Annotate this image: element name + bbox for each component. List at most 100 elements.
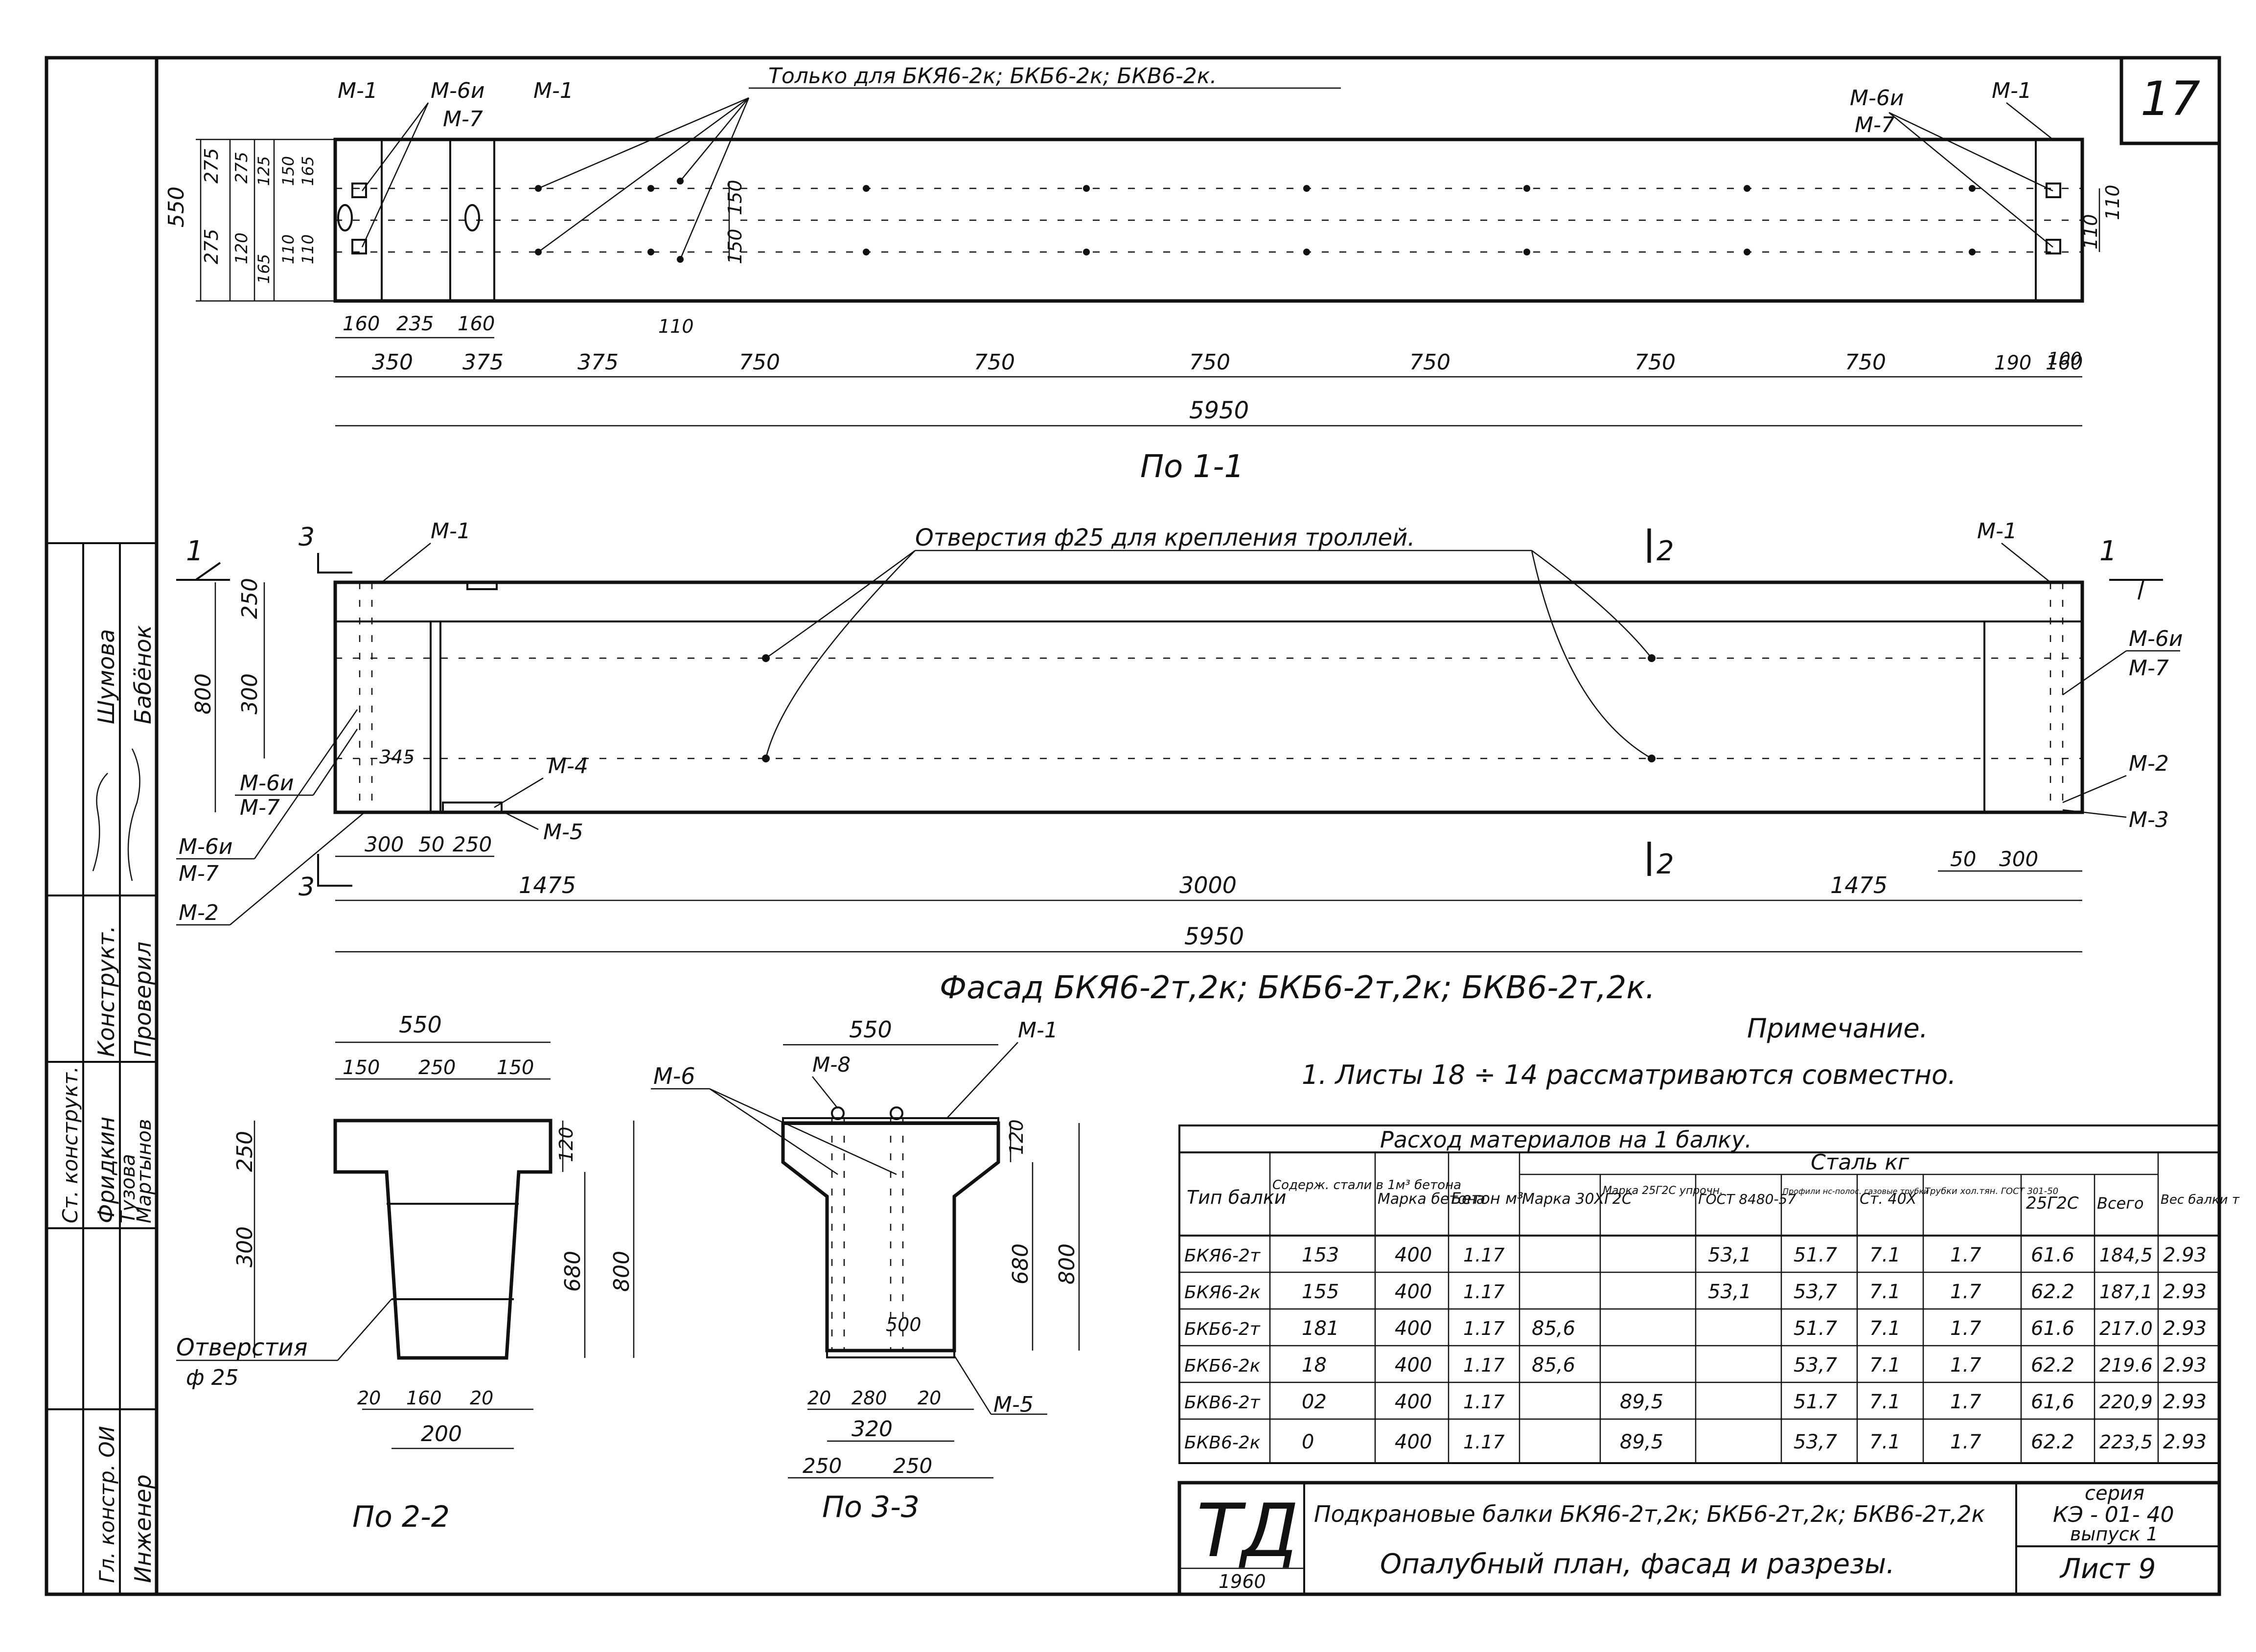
svg-text:7.1: 7.1 <box>1869 1391 1901 1413</box>
svg-text:3: 3 <box>299 523 315 552</box>
svg-text:184,5: 184,5 <box>2099 1244 2153 1266</box>
table-row: БКЯ6-2т 153 400 1.17 53,1 51.7 7.1 1.7 6… <box>1184 1244 2207 1266</box>
role-engineer: Инженер <box>130 1474 156 1583</box>
svg-text:150: 150 <box>497 1056 534 1079</box>
svg-text:160: 160 <box>406 1387 442 1409</box>
facade-outline <box>333 580 2084 814</box>
svg-text:750: 750 <box>1845 350 1886 375</box>
svg-text:1.7: 1.7 <box>1950 1391 1981 1413</box>
svg-text:М-3: М-3 <box>2129 807 2169 832</box>
issue: выпуск 1 <box>2070 1523 2158 1545</box>
svg-text:1: 1 <box>2099 535 2117 567</box>
svg-text:375: 375 <box>577 350 619 375</box>
hole-size: ф 25 <box>186 1365 239 1390</box>
svg-text:7.1: 7.1 <box>1869 1317 1901 1340</box>
name-martynov: Мартынов <box>133 1119 156 1224</box>
table-row: БКБ6-2т 181 400 1.17 85,6 51.7 7.1 1.7 6… <box>1184 1317 2207 1340</box>
svg-text:Марка 30ХГ2С: Марка 30ХГ2С <box>1522 1191 1632 1208</box>
svg-text:400: 400 <box>1395 1431 1432 1453</box>
svg-text:280: 280 <box>852 1387 887 1409</box>
series-label: серия <box>2085 1482 2144 1505</box>
plan-holes <box>535 178 1976 263</box>
svg-text:М-1: М-1 <box>1977 519 2017 544</box>
facade-caption: Фасад БКЯ6-2т,2к; БКБ6-2т,2к; БКВ6-2т,2к… <box>940 970 1655 1006</box>
svg-text:275: 275 <box>201 148 222 184</box>
svg-text:1.17: 1.17 <box>1463 1391 1505 1413</box>
table-row: БКВ6-2к 0 400 1.17 89,5 53,7 7.1 1.7 62.… <box>1184 1431 2207 1453</box>
svg-text:Вес балки т: Вес балки т <box>2161 1193 2240 1207</box>
plan-label-m1-a: М-1 <box>338 78 378 103</box>
svg-text:3000: 3000 <box>1179 872 1237 898</box>
svg-text:0: 0 <box>1302 1431 1314 1453</box>
svg-text:7.1: 7.1 <box>1869 1354 1901 1377</box>
svg-text:М-7: М-7 <box>2129 656 2169 681</box>
svg-text:1.17: 1.17 <box>1463 1281 1505 1303</box>
plan-label-m1-c: М-1 <box>1992 78 2032 103</box>
side-signature-block: Инженер Гл. констр. ОИ Ст. конструкт. Ко… <box>46 542 157 1594</box>
svg-text:350: 350 <box>372 350 413 375</box>
svg-text:М-6и: М-6и <box>179 834 232 859</box>
svg-text:89,5: 89,5 <box>1620 1431 1663 1453</box>
svg-text:155: 155 <box>1302 1281 1339 1303</box>
svg-text:20: 20 <box>470 1387 493 1409</box>
svg-text:50: 50 <box>418 832 444 856</box>
name-babenok: Бабёнок <box>130 625 156 724</box>
svg-text:275: 275 <box>232 152 252 184</box>
svg-text:БКБ6-2т: БКБ6-2т <box>1184 1319 1261 1339</box>
svg-text:750: 750 <box>1634 350 1676 375</box>
svg-text:2.93: 2.93 <box>2163 1431 2207 1453</box>
svg-text:110: 110 <box>658 316 694 337</box>
section-33-caption: По 3-3 <box>822 1490 920 1524</box>
note-heading: Примечание. <box>1747 1013 1928 1044</box>
svg-text:М-6и: М-6и <box>240 771 294 796</box>
svg-text:50: 50 <box>1950 847 1976 871</box>
svg-text:750: 750 <box>1409 350 1450 375</box>
svg-text:7.1: 7.1 <box>1869 1244 1901 1266</box>
facade-holes-note: Отверстия ф25 для крепления троллей. <box>915 524 1415 551</box>
svg-text:320: 320 <box>852 1417 893 1442</box>
svg-text:2.93: 2.93 <box>2163 1244 2207 1266</box>
svg-text:20: 20 <box>357 1387 381 1409</box>
svg-text:1.17: 1.17 <box>1463 1431 1505 1453</box>
svg-text:2.93: 2.93 <box>2163 1317 2207 1340</box>
svg-text:62.2: 62.2 <box>2031 1281 2074 1303</box>
svg-text:165: 165 <box>254 254 273 284</box>
signature-2 <box>127 748 140 881</box>
svg-text:М-5: М-5 <box>993 1392 1034 1417</box>
svg-text:400: 400 <box>1395 1354 1432 1377</box>
svg-text:2.93: 2.93 <box>2163 1281 2207 1303</box>
svg-text:Всего: Всего <box>2097 1194 2144 1213</box>
title-block: ТД 1960 Подкрановые балки БКЯ6-2т,2к; БК… <box>1177 1481 2221 1596</box>
svg-text:25Г2С: 25Г2С <box>2026 1193 2079 1213</box>
facade-total: 5950 <box>1184 923 1244 950</box>
name-shumova: Шумова <box>93 629 119 724</box>
svg-text:300: 300 <box>237 673 262 714</box>
plate-m6-right-top <box>2046 183 2061 198</box>
svg-text:165: 165 <box>299 156 317 186</box>
svg-text:М-8: М-8 <box>812 1053 851 1077</box>
plan-note: Только для БКЯ6-2к; БКБ6-2к; БКВ6-2к. <box>768 64 1217 89</box>
svg-text:М-2: М-2 <box>179 900 219 925</box>
note-text: 1. Листы 18 ÷ 14 рассматриваются совмест… <box>1302 1059 1956 1090</box>
svg-text:61,6: 61,6 <box>2031 1391 2074 1413</box>
plan-label-m6u-b: М-6и <box>1850 86 1904 111</box>
plan-label-m7-a: М-7 <box>443 107 483 132</box>
svg-text:680: 680 <box>560 1251 585 1292</box>
svg-text:53,7: 53,7 <box>1794 1354 1838 1377</box>
svg-text:Тип балки: Тип балки <box>1187 1187 1287 1208</box>
svg-text:300: 300 <box>1999 847 2038 871</box>
role-senior-constructor: Ст. конструкт. <box>58 1066 82 1223</box>
svg-text:2.93: 2.93 <box>2163 1391 2207 1413</box>
table-title: Расход материалов на 1 балку. <box>1380 1126 1752 1153</box>
role-constructor: Конструкт. <box>93 925 119 1057</box>
svg-text:1.7: 1.7 <box>1950 1281 1981 1303</box>
svg-text:1475: 1475 <box>1830 872 1888 898</box>
svg-text:1.17: 1.17 <box>1463 1318 1505 1339</box>
svg-text:61.6: 61.6 <box>2031 1317 2074 1340</box>
svg-text:181: 181 <box>1302 1317 1339 1340</box>
svg-text:400: 400 <box>1395 1317 1432 1340</box>
table-row: БКБ6-2к 18 400 1.17 85,6 53,7 7.1 1.7 62… <box>1184 1354 2207 1377</box>
svg-text:120: 120 <box>555 1126 577 1162</box>
svg-text:Марка бетона: Марка бетона <box>1378 1191 1485 1208</box>
